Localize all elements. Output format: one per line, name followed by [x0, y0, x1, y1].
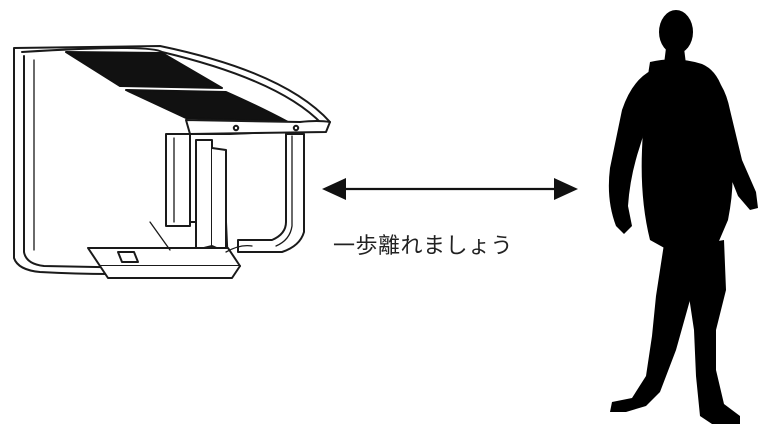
walking-person-silhouette [608, 10, 758, 424]
arrow-head-left [322, 178, 346, 200]
caption-text: 一歩離れましょう [333, 234, 514, 259]
double-headed-arrow [322, 178, 578, 200]
arrow-head-right [554, 178, 578, 200]
hand-dryer-device [13, 45, 331, 279]
